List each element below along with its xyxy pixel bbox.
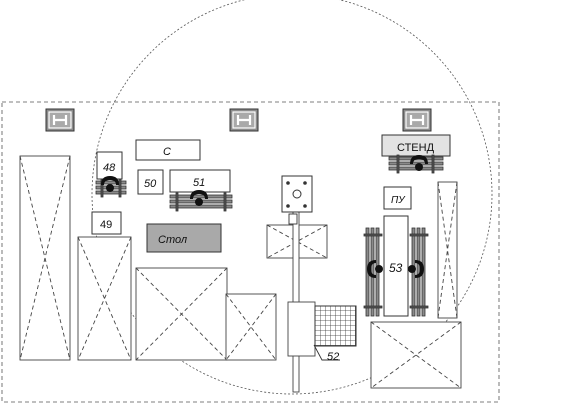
- label-stand: СТЕНД: [397, 142, 435, 154]
- label-48: 48: [103, 162, 116, 174]
- label-50: 50: [144, 178, 157, 190]
- worker-icon: [408, 260, 424, 278]
- machine-48: [96, 151, 123, 180]
- machine-50: [137, 169, 164, 195]
- storage-area: [437, 181, 458, 319]
- table: [146, 223, 222, 253]
- storage-area: [19, 155, 71, 361]
- label-51: 51: [193, 177, 205, 189]
- label-c: С: [163, 146, 171, 158]
- lifting-post: [281, 175, 313, 393]
- worker-icon: [190, 190, 208, 206]
- i-beam-column-icon: [44, 107, 76, 133]
- label-52: 52: [327, 351, 339, 363]
- i-beam-column-icon: [228, 107, 260, 133]
- storage-area: [225, 293, 277, 361]
- label-49: 49: [100, 219, 112, 231]
- storage-area: [135, 267, 228, 361]
- label-pu: ПУ: [391, 195, 406, 206]
- machine-52: [287, 301, 357, 361]
- worker-icon: [101, 176, 119, 192]
- storage-area: [77, 236, 132, 361]
- label-53: 53: [389, 261, 403, 275]
- label-table: Стол: [158, 234, 187, 246]
- box-c: [135, 139, 201, 161]
- storage-area: [370, 321, 462, 389]
- machine-53: [383, 215, 409, 317]
- workshop-boundary: [1, 101, 500, 403]
- crane-reach-circle: [91, 0, 493, 395]
- control-panel: [383, 186, 412, 210]
- machine-49: [91, 211, 122, 235]
- i-beam-column-icon: [401, 107, 433, 133]
- worker-icon: [367, 260, 383, 278]
